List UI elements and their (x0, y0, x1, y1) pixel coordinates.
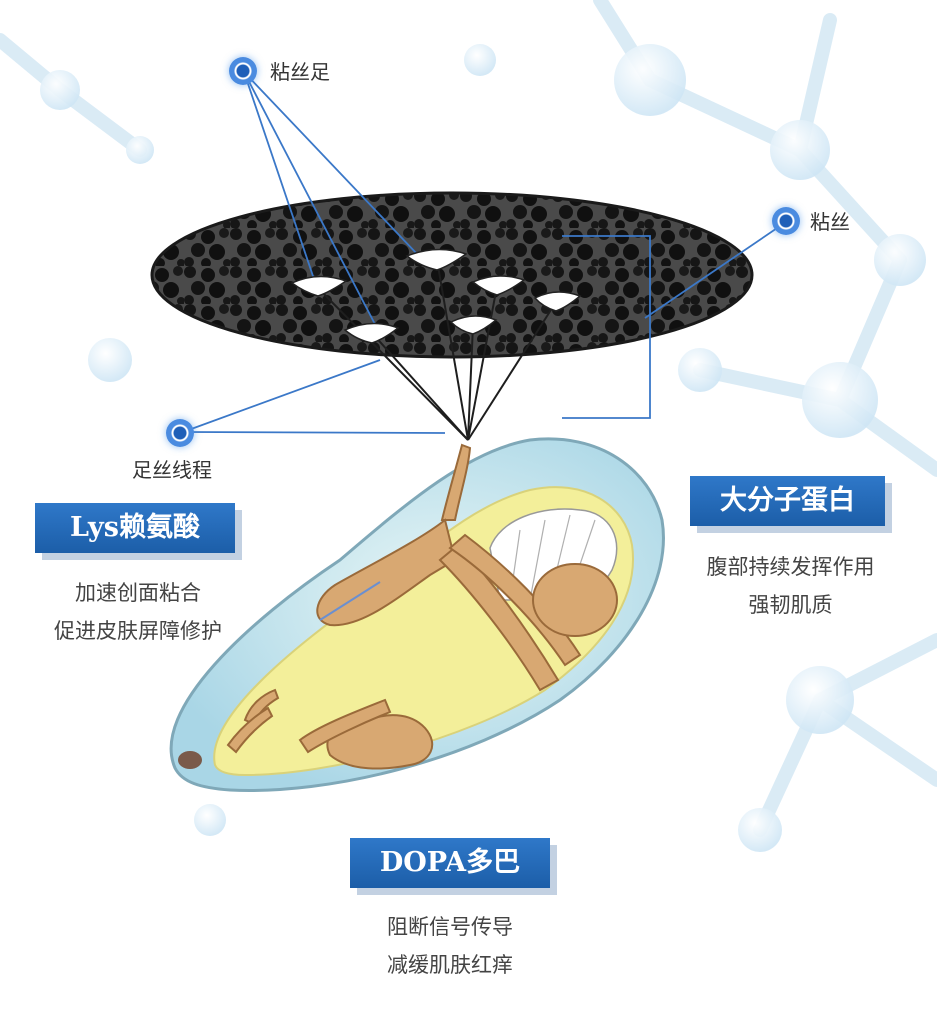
text-protein-line-2: 强韧肌质 (748, 593, 833, 617)
text-protein-line-1: 腹部持续发挥作用 (706, 555, 875, 579)
byssal-threads (317, 259, 557, 441)
callout-dot-byssal-thread (166, 419, 194, 447)
label-byssal-thread: 足丝线程 (132, 458, 212, 482)
callout-dot-byssal-foot (229, 57, 257, 85)
text-lys-line-2: 促进皮肤屏障修护 (54, 619, 222, 643)
text-lys: 加速创面粘合 促进皮肤屏障修护 (18, 574, 258, 650)
text-protein: 腹部持续发挥作用 强韧肌质 (683, 548, 898, 624)
text-dopa: 阻断信号传导 减缓肌肤红痒 (350, 908, 550, 984)
label-byssal-foot: 粘丝足 (270, 60, 330, 84)
text-lys-line-1: 加速创面粘合 (75, 581, 201, 605)
banner-protein: 大分子蛋白 (690, 476, 885, 526)
adhesive-plaques (290, 248, 582, 344)
text-dopa-line-1: 阻断信号传导 (387, 915, 513, 939)
internal-organs (226, 443, 618, 770)
text-dopa-line-2: 减缓肌肤红痒 (387, 953, 513, 977)
leader-lines (182, 71, 787, 434)
banner-dopa: DOPA多巴 (350, 838, 550, 888)
shell-hinge (178, 751, 202, 769)
label-byssus: 粘丝 (810, 210, 850, 234)
substrate-surface (150, 191, 754, 359)
banner-lys: Lys赖氨酸 (35, 503, 235, 553)
callout-dot-byssus (772, 207, 800, 235)
